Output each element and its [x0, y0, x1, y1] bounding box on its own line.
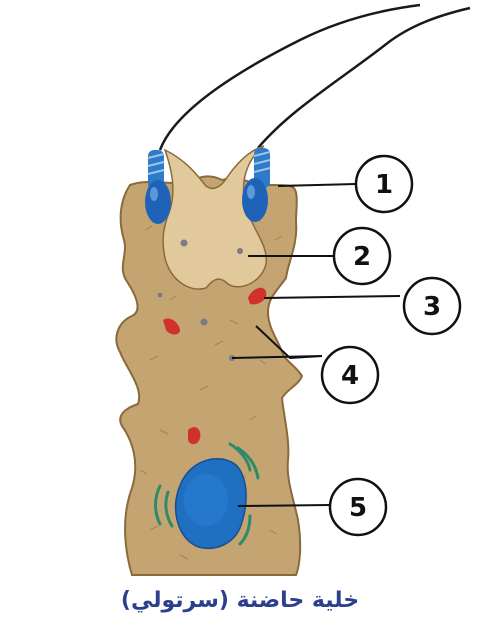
sperm-head-left [145, 150, 171, 224]
callout-1-label: 1 [375, 170, 393, 200]
callout-5-label: 5 [349, 493, 367, 523]
callout-4-label: 4 [341, 361, 359, 391]
sertoli-cell-diagram: 1 2 3 4 5 [115, 3, 471, 576]
nucleus-highlight [184, 474, 228, 526]
callout-3: 3 [402, 276, 462, 336]
callout-1: 1 [354, 154, 414, 214]
red-organelles [163, 287, 267, 445]
callout-5: 5 [328, 477, 388, 537]
callout-2-label: 2 [353, 242, 371, 272]
green-organelles [154, 442, 260, 546]
callout-4: 4 [320, 345, 380, 405]
figure-caption: خلية حاضنة (سرتولي) [120, 588, 360, 613]
granules [157, 239, 243, 361]
callout-2: 2 [332, 226, 392, 286]
sperm-head-right [242, 148, 271, 222]
sperm-tail-right [257, 6, 471, 149]
leader-lines [231, 183, 401, 507]
callout-3-label: 3 [423, 292, 441, 322]
sperm-tail-left [158, 3, 421, 151]
